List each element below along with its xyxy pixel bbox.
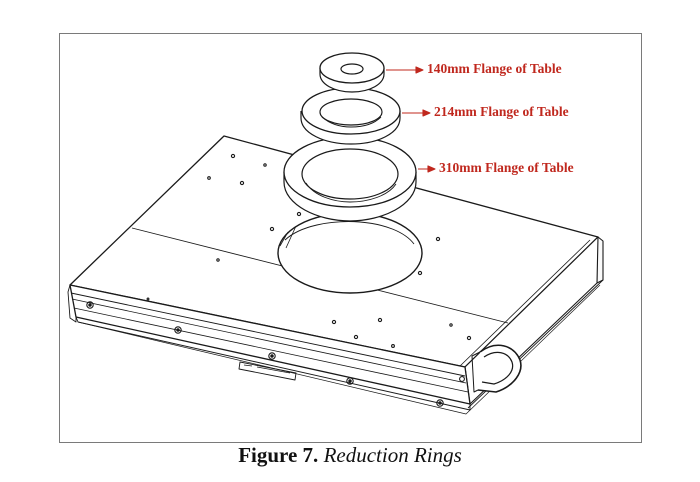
- figure-caption-text: Reduction Rings: [323, 443, 462, 467]
- table-opening: [277, 212, 423, 294]
- label-214mm-flange: 214mm Flange of Table: [434, 104, 569, 119]
- ring-214mm: [300, 87, 401, 145]
- figure-number: Figure 7.: [238, 443, 319, 467]
- ring-310mm: [283, 136, 417, 222]
- ring-140mm: [319, 52, 385, 93]
- figure-caption: Figure 7. Reduction Rings: [0, 443, 700, 468]
- label-140mm-flange: 140mm Flange of Table: [427, 61, 562, 76]
- callout-arrows: [386, 66, 436, 173]
- label-310mm-flange: 310mm Flange of Table: [439, 160, 574, 175]
